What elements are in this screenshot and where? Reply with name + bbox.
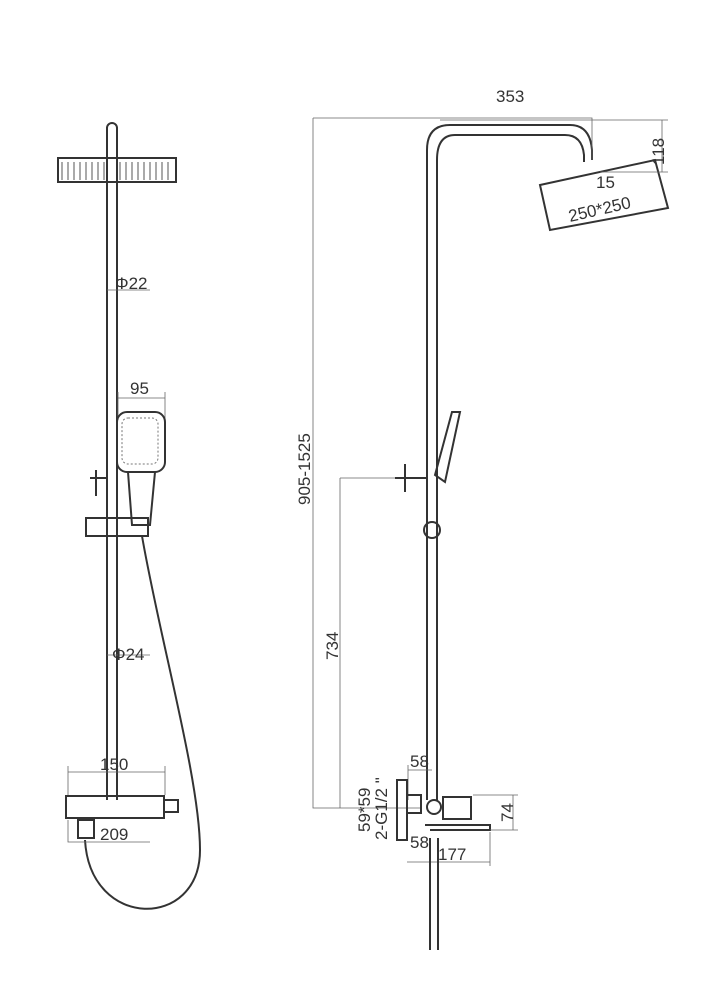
dim-handshower-width: 95	[130, 379, 149, 398]
dim-rod-diameter-lower: Φ24	[112, 645, 144, 664]
mixer-body	[65, 795, 165, 819]
overhead-shower-head	[57, 157, 177, 183]
dim-mixer-depth: 209	[100, 825, 128, 844]
dim-total-height: 905-1525	[295, 433, 314, 505]
dim-plate-size: 59*59	[355, 788, 374, 832]
hand-shower-head	[116, 411, 166, 473]
side-view: 353 118 15 250*250 905-1525 734 58 59*59…	[295, 87, 670, 950]
mixer-handle-side	[442, 796, 472, 820]
shower-rod	[106, 122, 118, 800]
hose-side	[429, 838, 439, 950]
overhead-shower-head-side	[538, 158, 670, 232]
dim-rod-diameter-upper: Φ22	[115, 274, 147, 293]
dim-arm-reach: 353	[496, 87, 524, 106]
dim-mixer-top-offset: 58	[410, 752, 429, 771]
wall-bracket	[395, 464, 427, 492]
dim-spout-length: 177	[438, 845, 466, 864]
dim-mixer-width: 150	[100, 755, 128, 774]
dim-connection: 2-G1/2 "	[372, 777, 391, 840]
hand-shower-handle	[127, 471, 156, 526]
dim-head-angle: 15	[596, 173, 615, 192]
connector	[406, 794, 422, 814]
dim-mixer-height: 74	[498, 803, 517, 822]
hand-shower-side	[433, 411, 462, 484]
front-view: Φ22 95 Φ24 150 209	[57, 122, 202, 910]
dim-arm-drop: 118	[649, 138, 668, 165]
spout	[425, 824, 491, 831]
mixer-handle	[163, 799, 179, 813]
dim-mixer-bottom-offset: 58	[410, 833, 429, 852]
shower-rod-side	[426, 124, 593, 800]
slider-bracket	[85, 517, 149, 537]
shower-hose	[84, 535, 202, 910]
wall-plate	[396, 779, 408, 841]
mixer-valve	[426, 799, 442, 815]
hose-outlet	[77, 819, 95, 839]
diverter-knob	[90, 470, 107, 496]
dim-bracket-height: 734	[323, 632, 342, 660]
slider-knob	[423, 521, 441, 539]
